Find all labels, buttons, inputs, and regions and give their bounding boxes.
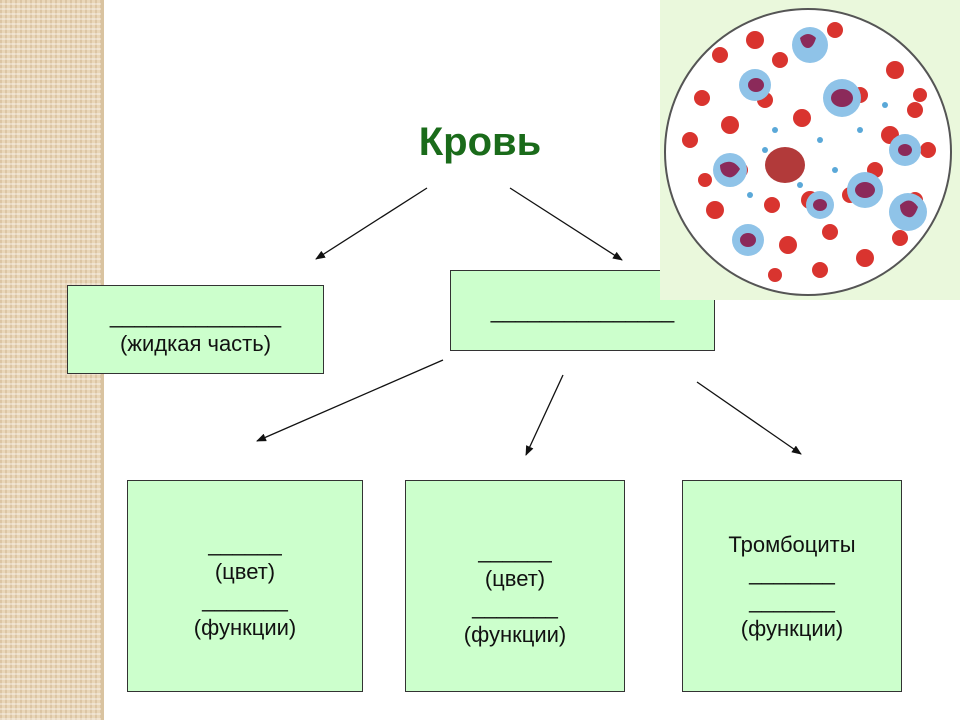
blood-smear-image	[660, 0, 960, 300]
wbc-functions-label: (функции)	[463, 622, 567, 647]
plasma-label: (жидкая часть)	[119, 330, 272, 356]
plasma-blank: ______________	[109, 302, 282, 328]
arrow-to-wbc	[525, 374, 564, 456]
page-title: Кровь	[418, 120, 542, 164]
wbc-blank-1: ______	[478, 538, 552, 563]
platelets-blank-1: _______	[749, 560, 835, 585]
rbc-blank-2: _______	[202, 587, 288, 612]
platelets-name: Тромбоциты	[728, 532, 856, 557]
rbc-color-label: (цвет)	[214, 559, 276, 584]
formed-elements-blank: _______________	[490, 297, 675, 323]
arrow-to-platelets	[696, 381, 802, 455]
wbc-color-label: (цвет)	[484, 566, 546, 591]
white-cells-box: ______ (цвет) _______ (функции)	[405, 480, 625, 692]
red-cells-box: ______ (цвет) _______ (функции)	[127, 480, 363, 692]
platelets-functions-label: (функции)	[740, 616, 844, 641]
wbc-blank-2: _______	[472, 594, 558, 619]
arrow-to-plasma	[315, 187, 428, 260]
plasma-box: ______________ (жидкая часть)	[67, 285, 324, 374]
rbc-blank-1: ______	[208, 531, 282, 556]
platelets-blank-2: _______	[749, 588, 835, 613]
arrow-to-cells	[509, 187, 623, 261]
platelets-box: Тромбоциты _______ _______ (функции)	[682, 480, 902, 692]
blood-smear-illustration	[664, 8, 952, 296]
rbc-functions-label: (функции)	[193, 615, 297, 640]
